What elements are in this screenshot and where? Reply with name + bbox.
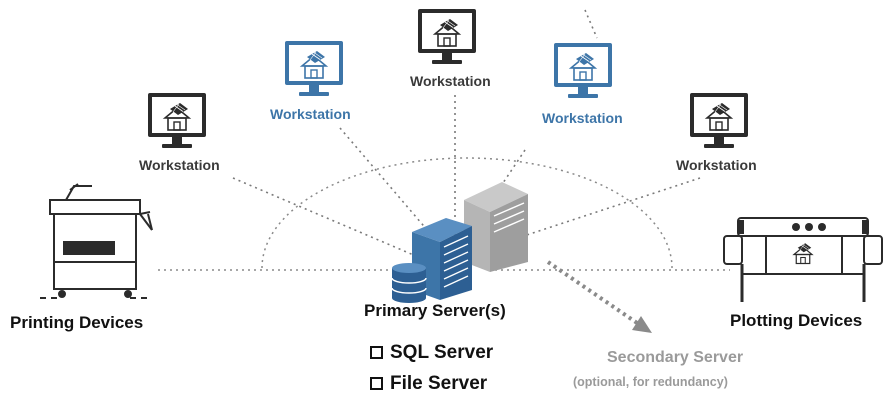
primary-role-file: File Server <box>370 373 487 395</box>
checkbox-icon <box>370 346 383 359</box>
workstation-left-monitor-icon <box>148 93 206 148</box>
secondary-link-arrow <box>546 260 652 333</box>
workstation-upper-left-label: Workstation <box>270 106 351 122</box>
primary-server-title: Primary Server(s) <box>364 301 506 320</box>
secondary-server-title: Secondary Server <box>607 349 744 366</box>
workstation-top-label: Workstation <box>410 73 491 89</box>
workstation-left-label: Workstation <box>139 157 220 173</box>
primary-role-sql-text: SQL Server <box>390 342 494 363</box>
database-icon <box>391 263 427 303</box>
primary-server-icon <box>412 218 472 300</box>
printer-icon <box>40 183 153 299</box>
plotting-devices-label: Plotting Devices <box>730 311 863 330</box>
printing-devices-label: Printing Devices <box>10 313 144 332</box>
workstation-upper-right-label: Workstation <box>542 110 623 126</box>
workstation-upper-left-monitor-icon <box>285 41 343 96</box>
coverage-arc <box>261 157 673 269</box>
primary-role-file-text: File Server <box>390 373 488 394</box>
secondary-server-icon <box>464 182 528 272</box>
workstation-right-label: Workstation <box>676 157 757 173</box>
plotter-icon <box>723 217 883 302</box>
checkbox-icon <box>370 377 383 390</box>
secondary-server-note: (optional, for redundancy) <box>573 375 728 389</box>
primary-role-sql: SQL Server <box>370 342 493 364</box>
workstation-right-monitor-icon <box>690 93 748 148</box>
workstation-top-monitor-icon <box>418 9 476 64</box>
workstation-upper-right-monitor-icon <box>554 43 612 98</box>
